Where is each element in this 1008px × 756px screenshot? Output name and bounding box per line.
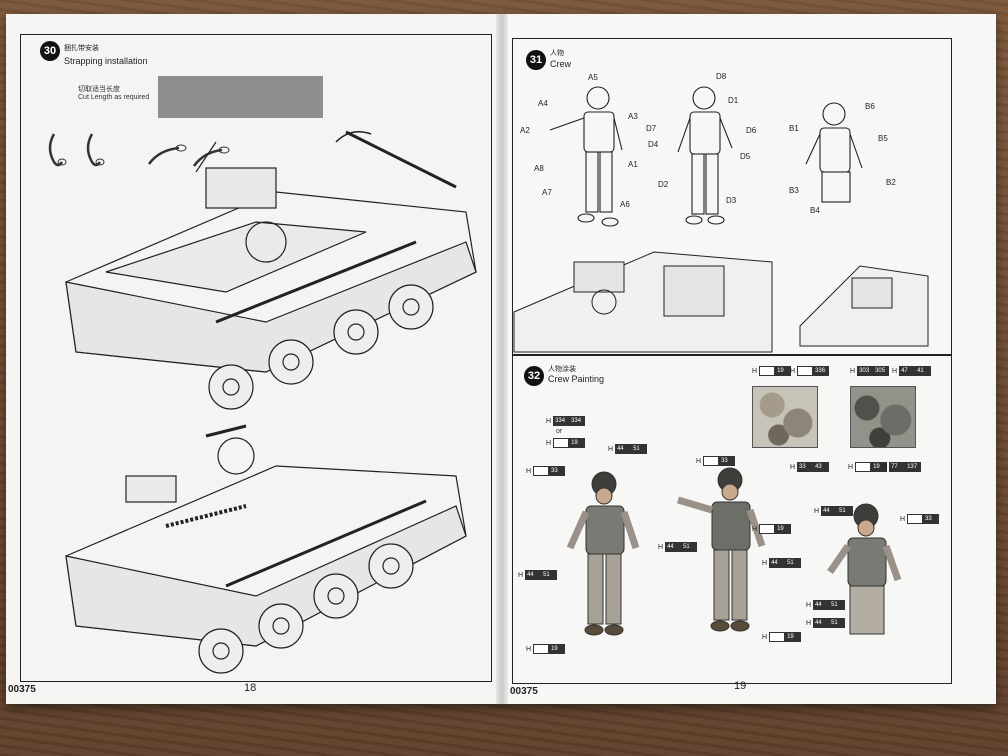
painting-title-en: Crew Painting [548,374,605,384]
booklet-spine [496,14,508,704]
part-a5: A5 [588,73,598,82]
step-badge-30: 30 [40,41,60,61]
right-page: 31 人物 Crew A5 A4 A2 A3 A8 A7 A6 A1 [500,14,996,704]
crew-title-en: Crew [550,59,572,69]
instruction-booklet: 30 捆扎带安装 Strapping installation 切取适当长度 C… [6,14,996,704]
chip-white [855,462,872,472]
strap-pieces [48,133,230,167]
part-b1: B1 [789,124,799,133]
chip-white [533,644,550,654]
part-d7: D7 [646,124,657,133]
crew-figure-d [677,86,733,225]
vehicle-bottom-illustration [65,424,467,674]
part-b4: B4 [810,206,820,215]
part-a2: A2 [520,126,530,135]
part-b6: B6 [865,102,875,111]
page-number-right: 19 [734,680,747,692]
part-a3: A3 [628,112,638,121]
part-d3: D3 [726,196,737,205]
product-code-right: 00375 [510,686,538,697]
part-d1: D1 [728,96,739,105]
part-d5: D5 [740,152,751,161]
part-a1: A1 [628,160,638,169]
left-page: 30 捆扎带安装 Strapping installation 切取适当长度 C… [6,14,500,704]
chip-white [769,632,786,642]
camo-swatch-woodland [850,386,916,448]
or-text: or [556,428,563,435]
crew-title-cn: 人物 [550,50,564,57]
painted-figure-1 [566,471,640,636]
part-d8: D8 [716,72,727,81]
chip-white [797,366,814,376]
chip-white [907,514,924,524]
step-title-cn: 捆扎带安装 [64,45,99,52]
crew-figure-a [549,86,623,227]
chip-white [533,466,550,476]
right-page-frame [512,38,952,684]
camo-swatch-desert [752,386,818,448]
part-d2: D2 [658,180,669,189]
chip-white [759,366,776,376]
part-b2: B2 [886,178,896,187]
part-a8: A8 [534,164,544,173]
cut-note-cn: 切取适当长度 [78,86,120,93]
part-a7: A7 [542,188,552,197]
painted-figure-2 [677,467,766,632]
painted-figure-3 [827,503,902,635]
crew-hull-detail-right [799,265,929,347]
painting-title-cn: 人物涂装 [548,366,576,373]
part-d6: D6 [746,126,757,135]
part-d4: D4 [648,140,659,149]
part-b3: B3 [789,186,799,195]
part-b5: B5 [878,134,888,143]
chip-white [759,524,776,534]
page-number-left: 18 [244,682,257,694]
cut-note-en: Cut Length as required [78,94,150,101]
chip-white [703,456,720,466]
strap-template-bar [158,76,323,118]
step-title-en: Strapping installation [64,56,148,66]
part-a6: A6 [620,200,630,209]
crew-hull-detail-left [513,251,773,353]
product-code-left: 00375 [8,684,36,695]
section-divider [512,354,952,356]
step-badge-32: 32 [524,366,544,386]
chip-white [553,438,570,448]
crew-figure-b [805,102,863,203]
part-a4: A4 [538,99,548,108]
step-badge-31: 31 [526,50,546,70]
left-page-frame [20,34,492,682]
vehicle-top-illustration [65,130,477,410]
